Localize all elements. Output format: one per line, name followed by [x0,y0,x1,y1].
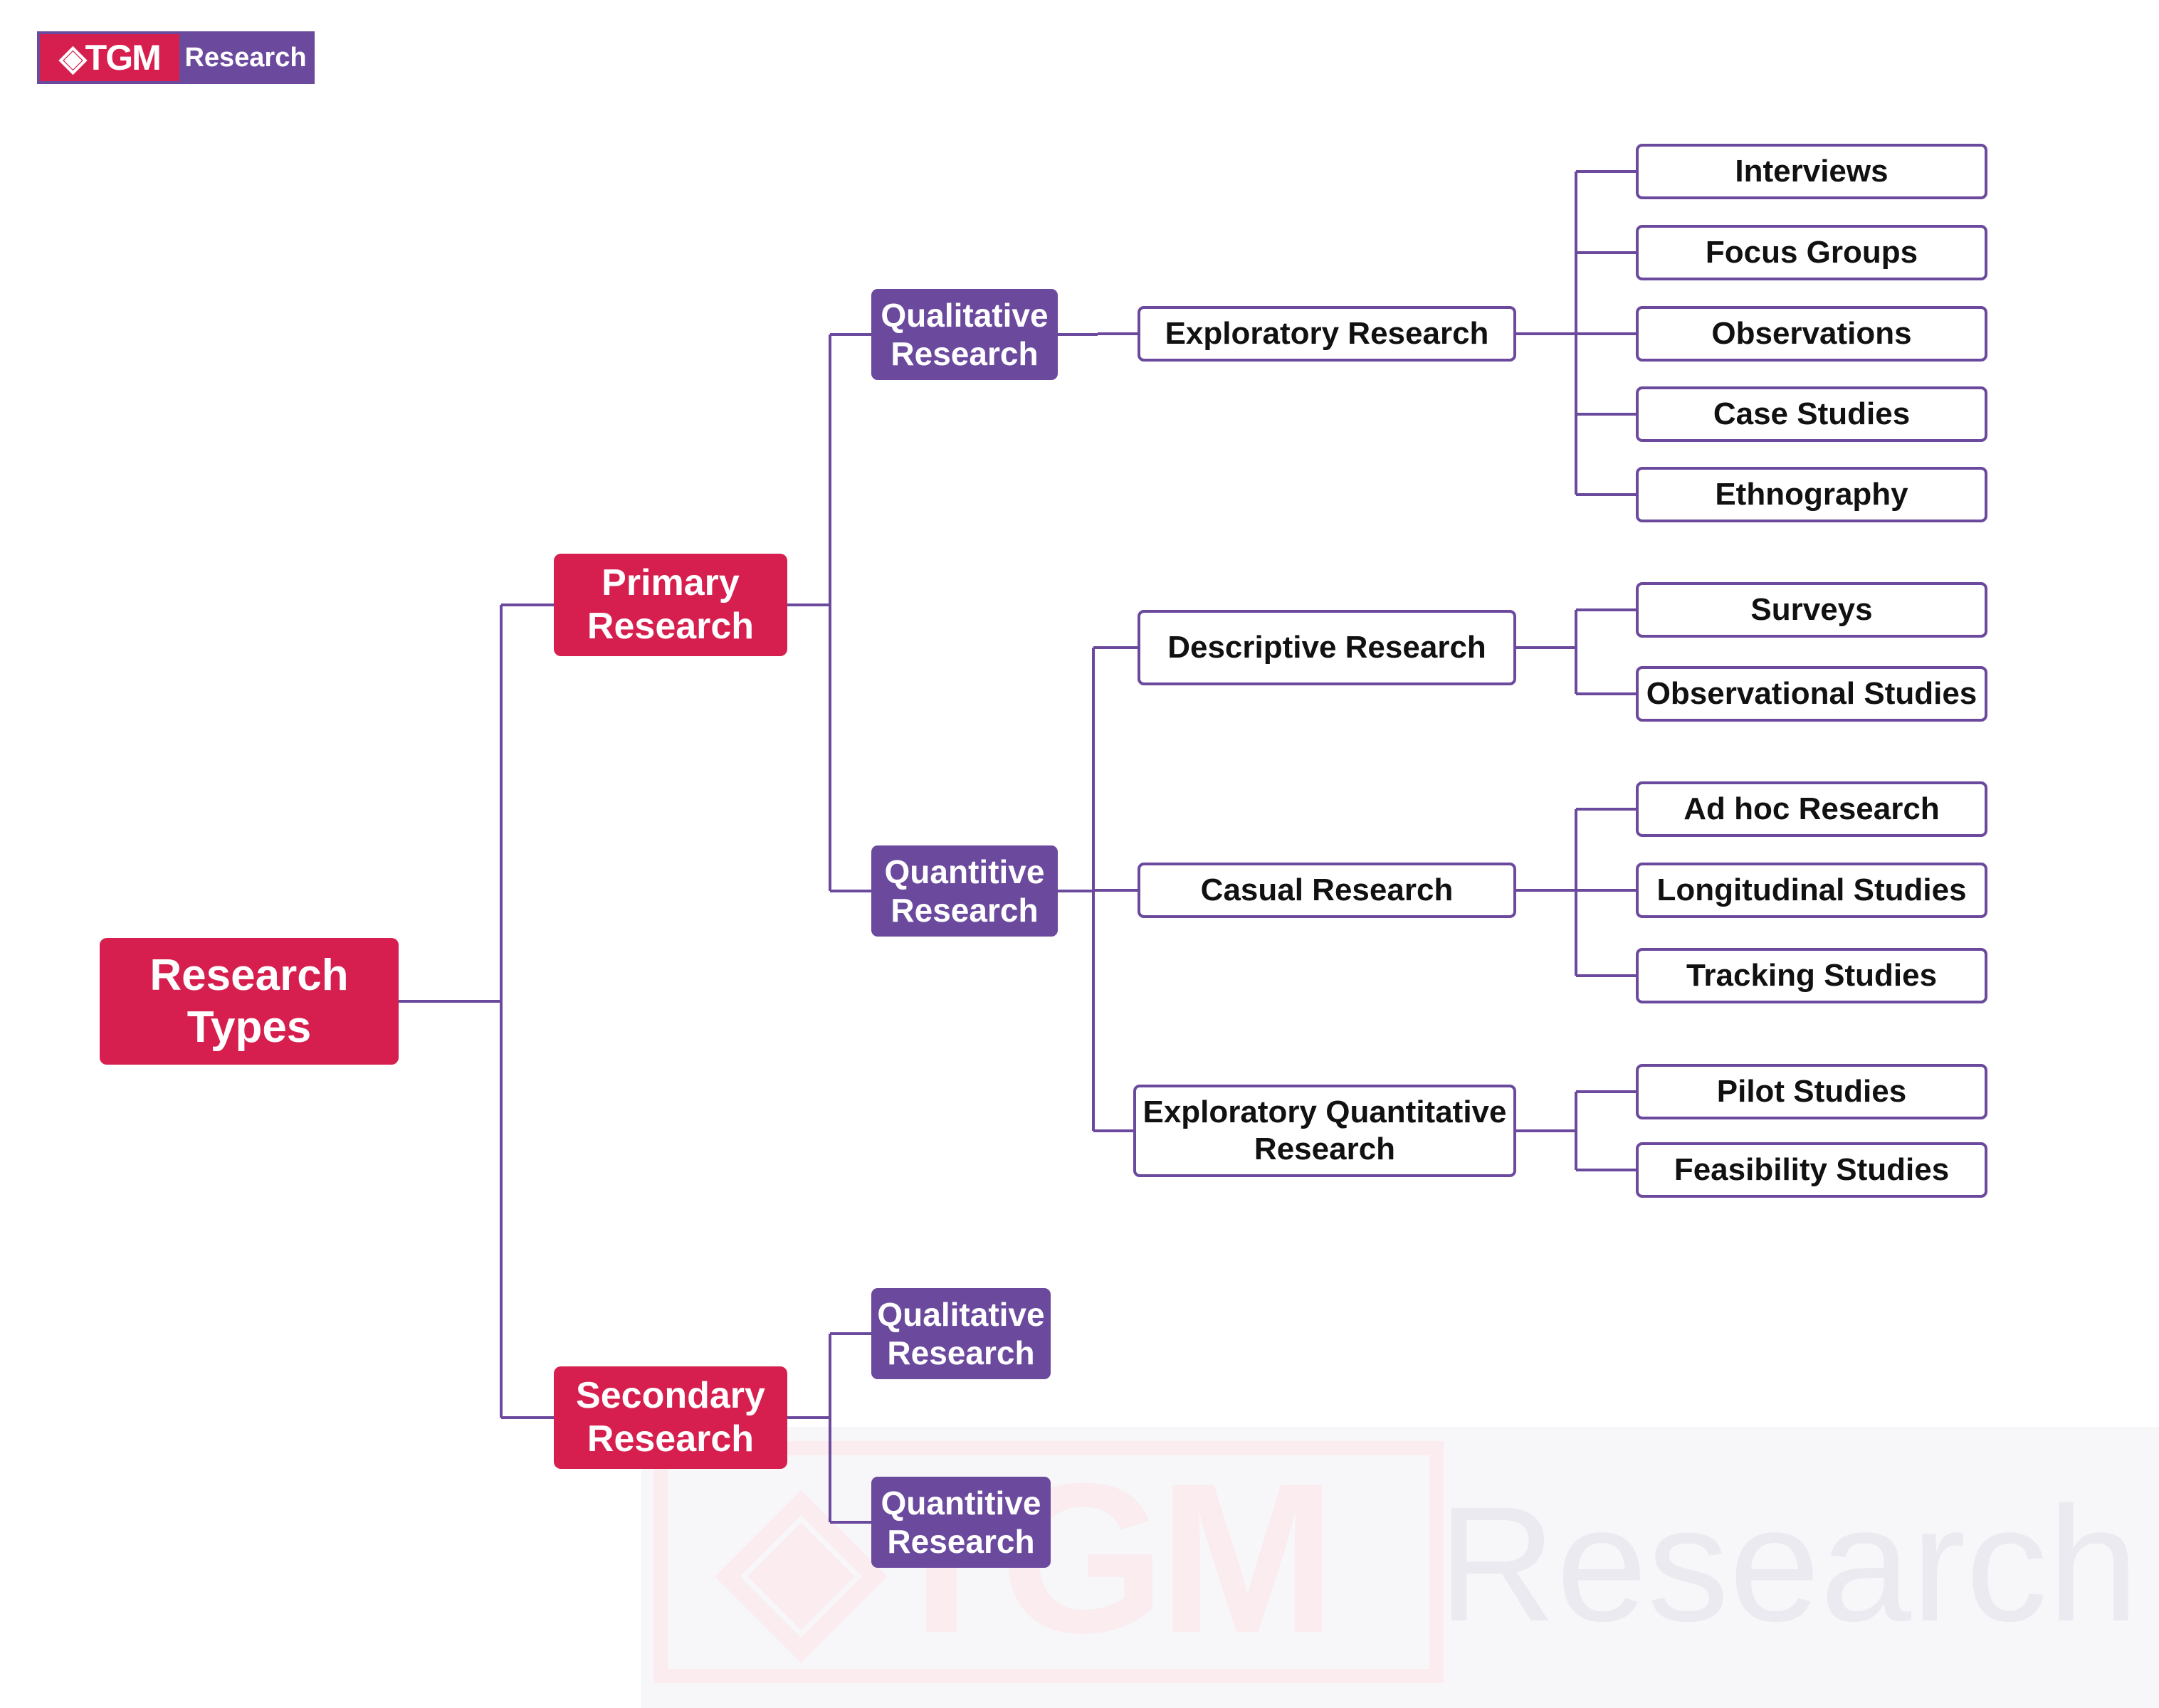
leaf-focus-groups: Focus Groups [1636,225,1987,280]
node-secondary-quantitative: Quantitive Research [871,1477,1051,1568]
leaf-observations: Observations [1636,306,1987,362]
connector-secondary [787,1332,871,1524]
watermark-frame [653,1441,1444,1683]
logo-word: Research [179,34,312,81]
connector-root [399,603,554,1419]
leaf-pilot-studies: Pilot Studies [1636,1064,1987,1119]
tgm-logo: ◈TGM Research [37,31,315,84]
connector-primary [787,333,871,892]
node-exploratory-research: Exploratory Research [1138,306,1516,362]
leaf-ad-hoc-research: Ad hoc Research [1636,781,1987,837]
node-primary-research: Primary Research [554,554,787,656]
logo-mark: ◈TGM [40,34,179,81]
node-secondary-qualitative: Qualitative Research [871,1288,1051,1379]
node-casual-research: Casual Research [1138,863,1516,918]
connector-casual [1516,808,1636,977]
watermark-word: Research [1438,1472,2139,1655]
leaf-case-studies: Case Studies [1636,386,1987,442]
connector-pQuant [1058,646,1138,1132]
connector-desc [1516,608,1636,695]
leaf-longitudinal-studies: Longitudinal Studies [1636,863,1987,918]
leaf-feasibility-studies: Feasibility Studies [1636,1142,1987,1198]
connector-expl [1516,170,1636,496]
leaf-ethnography: Ethnography [1636,467,1987,522]
node-primary-quantitative: Quantitive Research [871,845,1058,937]
node-exploratory-quantitative-research: Exploratory Quantitative Research [1133,1085,1516,1177]
leaf-surveys: Surveys [1636,582,1987,638]
node-research-types: Research Types [100,938,399,1065]
node-descriptive-research: Descriptive Research [1138,610,1516,685]
leaf-tracking-studies: Tracking Studies [1636,948,1987,1003]
connector-explQ [1516,1090,1636,1171]
leaf-interviews: Interviews [1636,144,1987,199]
node-secondary-research: Secondary Research [554,1366,787,1469]
node-primary-qualitative: Qualitative Research [871,289,1058,380]
leaf-observational-studies: Observational Studies [1636,666,1987,722]
